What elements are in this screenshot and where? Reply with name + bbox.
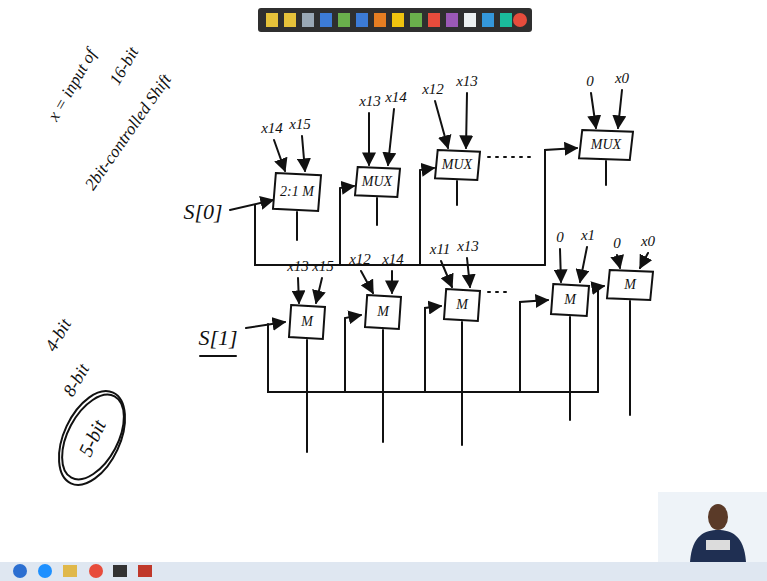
pen-toolbar (258, 8, 532, 32)
mux-label: M (301, 315, 313, 329)
webcam-inset (658, 492, 767, 562)
input-name: x12 (422, 82, 444, 97)
input-name: x12 (349, 252, 371, 267)
input-name: x15 (289, 117, 311, 132)
mux-box: M (444, 289, 480, 321)
mux-box: MUX (435, 150, 480, 180)
mux-wires (45, 90, 648, 495)
input-name: 0 (556, 230, 564, 245)
input-name: x15 (312, 259, 334, 274)
input-name: 0 (586, 74, 594, 89)
mux-box: M (551, 284, 589, 316)
note-text: 16-bit (106, 44, 141, 88)
mux-box: M (289, 305, 325, 339)
title-note: 2bit-controlled Shift (82, 71, 174, 193)
mux-box: MUX (579, 130, 633, 160)
input-name: x13 (456, 74, 478, 89)
note-text: x = input of (45, 46, 100, 124)
signal-name: S[1] (198, 327, 237, 349)
input-name: x11 (430, 242, 451, 257)
input-name: x14 (261, 121, 283, 136)
mux-label: MUX (362, 175, 392, 189)
mux-label: M (564, 293, 576, 307)
mux-label: M (456, 298, 468, 312)
mux-box: M (607, 270, 653, 300)
input-name: x13 (457, 239, 479, 254)
input-name: x0 (641, 234, 655, 249)
mux-box: M (365, 295, 401, 329)
mux-label: M (624, 278, 636, 292)
input-name: x14 (385, 90, 407, 105)
mux-label: MUX (442, 158, 472, 172)
signal-name: S[0] (183, 201, 222, 223)
input-name: 0 (613, 236, 621, 251)
mux-label: MUX (591, 138, 621, 152)
note-text: 5-bit (75, 417, 109, 460)
input-name: x1 (581, 228, 595, 243)
note-text: 8-bit (60, 361, 93, 399)
mux-label: 2:1 M (280, 185, 314, 199)
input-name: x13 (359, 94, 381, 109)
input-name: x14 (382, 252, 404, 267)
mux-box: MUX (355, 167, 400, 197)
input-name: x0 (615, 71, 629, 86)
taskbar (0, 562, 767, 581)
input-name: x13 (287, 259, 309, 274)
mux-box: 2:1 M (273, 173, 321, 211)
mux-label: M (377, 305, 389, 319)
note-text: 4-bit (42, 316, 75, 354)
